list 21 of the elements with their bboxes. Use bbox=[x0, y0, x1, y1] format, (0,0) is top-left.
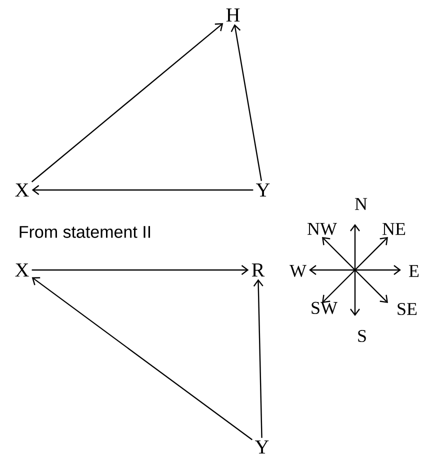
arrow bbox=[230, 24, 262, 181]
arrow bbox=[31, 23, 224, 182]
direction-label: S bbox=[358, 330, 366, 342]
arrow bbox=[32, 277, 253, 440]
node-letter: Y bbox=[256, 183, 270, 197]
direction-label: E bbox=[409, 265, 419, 277]
arrow bbox=[32, 265, 249, 275]
arrow bbox=[32, 185, 254, 195]
node-letter: X bbox=[15, 183, 29, 197]
direction-label: NW bbox=[308, 222, 337, 236]
arrow bbox=[253, 279, 264, 438]
node-letter: Y bbox=[255, 440, 269, 454]
node-letter: X bbox=[15, 263, 29, 277]
caption-text: From statement II bbox=[20, 226, 150, 238]
node-letter: R bbox=[252, 263, 265, 277]
direction-label: SE bbox=[398, 302, 417, 316]
direction-label: N bbox=[355, 198, 368, 210]
node-letter: H bbox=[226, 8, 240, 22]
direction-label: W bbox=[290, 264, 306, 278]
direction-label: SW bbox=[312, 302, 338, 314]
direction-label: NE bbox=[382, 223, 406, 235]
